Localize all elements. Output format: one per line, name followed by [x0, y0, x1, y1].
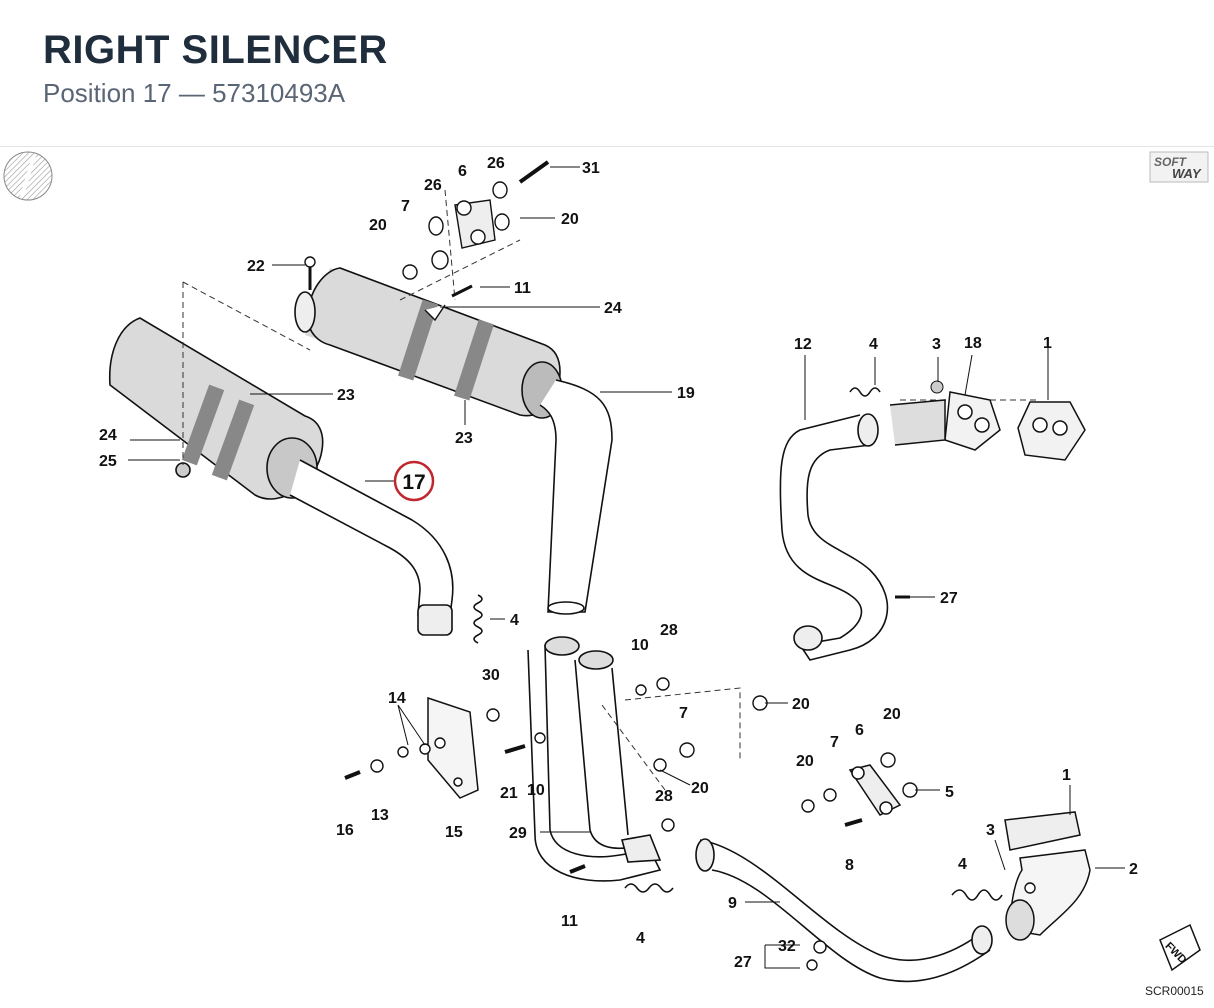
- callout-18[interactable]: 18: [964, 335, 982, 352]
- part-15-bracket: [427, 696, 479, 799]
- softway-logo-line2: WAY: [1172, 166, 1202, 181]
- callout-4[interactable]: 4: [869, 336, 878, 353]
- callout-29[interactable]: 29: [509, 825, 527, 842]
- callout-20[interactable]: 20: [796, 753, 814, 770]
- callout-6[interactable]: 6: [458, 163, 467, 180]
- callout-7[interactable]: 7: [401, 198, 410, 215]
- callout-30[interactable]: 30: [482, 667, 500, 684]
- callout-24[interactable]: 24: [604, 300, 622, 317]
- exploded-parts-diagram: SOFT WAY: [0, 147, 1214, 1003]
- callout-6[interactable]: 6: [855, 722, 864, 739]
- diagram-svg: SOFT WAY: [3, 151, 1209, 998]
- callout-21[interactable]: 21: [500, 785, 518, 802]
- page-header: RIGHT SILENCER Position 17 — 57310493A: [0, 0, 1214, 147]
- part-4-spring-icon: [951, 889, 1003, 901]
- fwd-arrow-icon: FWD: [1159, 923, 1201, 972]
- part-3-nut: [930, 380, 944, 394]
- callout-8[interactable]: 8: [845, 857, 854, 874]
- callout-27[interactable]: 27: [940, 590, 958, 607]
- part-4-spring-icon: [624, 883, 674, 893]
- part-4-spring-icon: [849, 387, 881, 397]
- callout-4[interactable]: 4: [636, 930, 645, 947]
- part-6-clamp-lower: [848, 764, 902, 816]
- softway-logo-line1: SOFT: [1154, 155, 1188, 169]
- callout-9[interactable]: 9: [728, 895, 737, 912]
- callout-7[interactable]: 7: [830, 734, 839, 751]
- part-29-downpipe: [527, 636, 662, 882]
- callout-26[interactable]: 26: [487, 155, 505, 172]
- callout-7[interactable]: 7: [679, 705, 688, 722]
- callout-23[interactable]: 23: [337, 387, 355, 404]
- callout-20[interactable]: 20: [691, 780, 709, 797]
- softway-logo: SOFT WAY: [1149, 151, 1209, 183]
- callout-1[interactable]: 1: [1043, 335, 1052, 352]
- part-1-gasket: [1017, 401, 1086, 461]
- part-9-link-pipe: [695, 838, 993, 983]
- callout-11[interactable]: 11: [561, 913, 578, 930]
- part-18-flange: [889, 391, 1001, 451]
- highlight-callout-17[interactable]: 17: [393, 460, 435, 502]
- callout-20[interactable]: 20: [883, 706, 901, 723]
- part-12-header-pipe: [779, 413, 889, 661]
- callout-11[interactable]: 11: [514, 280, 531, 297]
- callout-19[interactable]: 19: [677, 385, 695, 402]
- highlight-label: 17: [402, 471, 425, 494]
- drawing-code: SCR00015: [1145, 984, 1204, 998]
- callout-22[interactable]: 22: [247, 258, 265, 275]
- part-17-right-silencer: [108, 317, 454, 636]
- page-title: RIGHT SILENCER: [43, 28, 388, 72]
- callout-labels: 31 26 6 26 7 20 20 22 11 24 23 23 24 25 …: [99, 155, 1138, 971]
- callout-3[interactable]: 3: [932, 336, 941, 353]
- callout-14[interactable]: 14: [388, 690, 406, 707]
- callout-2[interactable]: 2: [1129, 861, 1138, 878]
- callout-32[interactable]: 32: [778, 938, 796, 955]
- part-19-rear-silencer: [294, 267, 613, 615]
- part-2-header-lower: [1004, 811, 1091, 941]
- callout-31[interactable]: 31: [582, 160, 600, 177]
- callout-15[interactable]: 15: [445, 824, 463, 841]
- callout-16[interactable]: 16: [336, 822, 354, 839]
- callout-26[interactable]: 26: [424, 177, 442, 194]
- part-4-spring-icon: [473, 594, 483, 644]
- callout-10[interactable]: 10: [527, 782, 545, 799]
- callout-12[interactable]: 12: [794, 336, 812, 353]
- highlight-ring: [393, 460, 435, 502]
- callout-24[interactable]: 24: [99, 427, 117, 444]
- callout-20[interactable]: 20: [792, 696, 810, 713]
- lower-hardware: [344, 677, 1036, 971]
- callout-3[interactable]: 3: [986, 822, 995, 839]
- callout-4[interactable]: 4: [958, 856, 967, 873]
- part-subtitle: Position 17 — 57310493A: [43, 78, 346, 108]
- callout-28[interactable]: 28: [655, 788, 673, 805]
- callout-13[interactable]: 13: [371, 807, 389, 824]
- callout-28[interactable]: 28: [660, 622, 678, 639]
- leader-lines: [128, 166, 1125, 969]
- callout-23[interactable]: 23: [455, 430, 473, 447]
- callout-27[interactable]: 27: [734, 954, 752, 971]
- alignment-lines: [182, 189, 1040, 791]
- upper-hardware: [304, 160, 550, 322]
- callout-20[interactable]: 20: [561, 211, 579, 228]
- callout-10[interactable]: 10: [631, 637, 649, 654]
- callout-5[interactable]: 5: [945, 784, 954, 801]
- callout-25[interactable]: 25: [99, 453, 117, 470]
- callout-1[interactable]: 1: [1062, 767, 1071, 784]
- manual-logo-icon: [3, 151, 53, 201]
- callout-20[interactable]: 20: [369, 217, 387, 234]
- callout-4[interactable]: 4: [510, 612, 519, 629]
